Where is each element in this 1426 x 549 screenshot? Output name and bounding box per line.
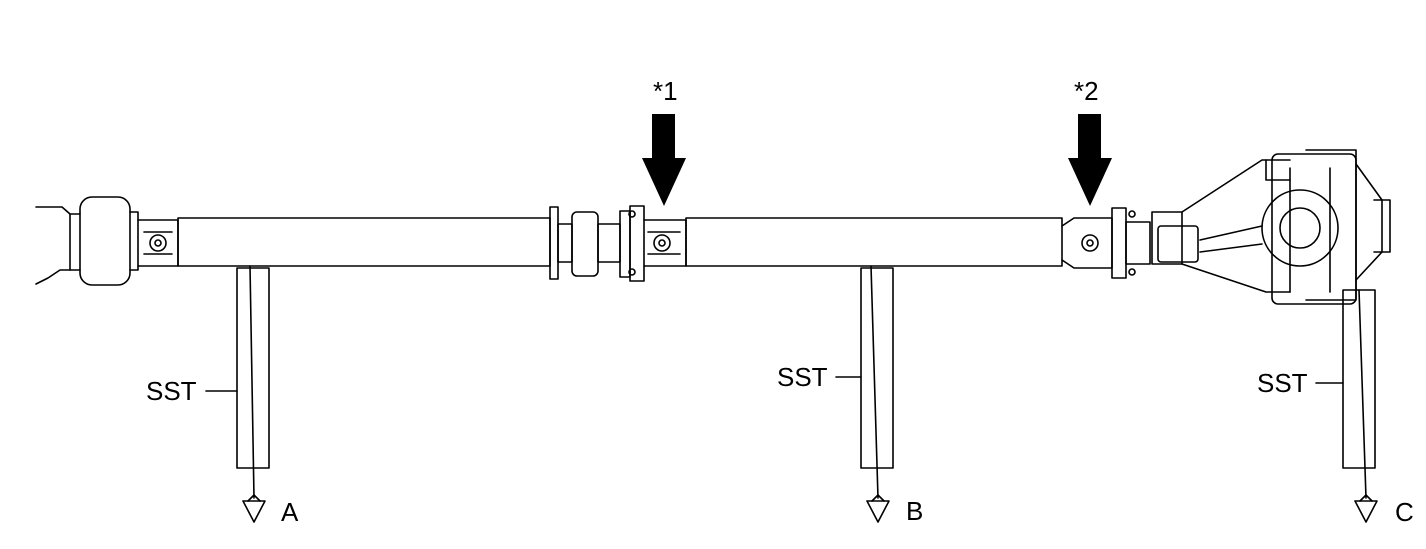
intermediate-universal-joint: [643, 219, 687, 267]
center-bearing-assembly: [549, 205, 645, 282]
differential-carrier: [1151, 149, 1391, 305]
plumb-line-a: [242, 265, 266, 523]
sst-left-label: SST: [146, 376, 197, 406]
front-shaft-tube: [177, 217, 551, 267]
point-b-label: B: [906, 496, 924, 526]
plumb-line-b: [866, 265, 890, 523]
marker-2-label: *2: [1074, 76, 1099, 106]
sst-middle-label: SST: [777, 362, 828, 392]
rear-universal-joint: [1061, 207, 1151, 279]
arrow-icon: [1068, 114, 1112, 206]
transmission-output: [35, 196, 139, 286]
rear-shaft-tube: [685, 217, 1063, 267]
sst-stand-right: [1342, 289, 1376, 469]
plumb-line-c: [1354, 289, 1378, 523]
point-a-label: A: [281, 497, 299, 527]
front-universal-joint: [137, 219, 179, 267]
arrow-icon: [642, 114, 686, 206]
sst-right-label: SST: [1257, 368, 1308, 398]
marker-1-label: *1: [653, 76, 678, 106]
sst-stand-middle: [860, 267, 894, 469]
point-c-label: C: [1395, 497, 1414, 527]
